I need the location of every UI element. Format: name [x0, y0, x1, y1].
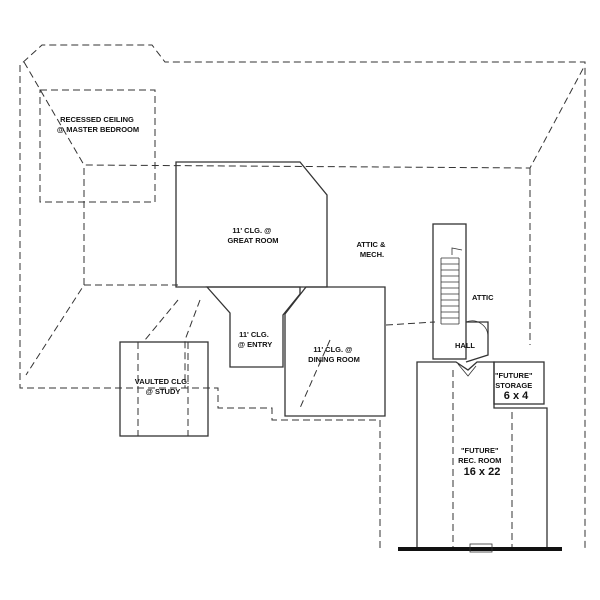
master-bedroom-ceiling-outline	[39, 89, 156, 203]
stair-treads	[440, 247, 463, 325]
attic-label: ATTIC	[472, 293, 494, 302]
stair-outline	[432, 223, 467, 360]
rec-room-label: "FUTURE" REC. ROOM 16 x 22	[458, 440, 506, 478]
dining-room-label: 11' CLG. @ DINING ROOM	[308, 345, 360, 364]
entry-label: 11' CLG. @ ENTRY	[238, 330, 273, 349]
hall-area	[457, 320, 489, 377]
storage-label: "FUTURE" STORAGE 6 x 4	[495, 365, 537, 402]
rec-room-window	[469, 543, 493, 553]
great-room-label: 11' CLG. @ GREAT ROOM	[227, 226, 278, 245]
storage-outline	[493, 361, 545, 405]
attic-mech-label: ATTIC & MECH.	[356, 240, 387, 259]
dining-room-outline	[284, 286, 386, 417]
study-label: VAULTED CLG. @ STUDY	[135, 377, 191, 396]
master-bedroom-label: RECESSED CEILING @ MASTER BEDROOM	[57, 115, 139, 134]
roof-hip-lines	[23, 61, 586, 409]
roof-outline	[19, 44, 586, 548]
rec-room-vault-lines	[452, 370, 513, 548]
hall-label: HALL	[455, 341, 475, 350]
entry-outline	[205, 286, 301, 368]
study-vault-lines	[137, 342, 189, 436]
study-outline	[119, 341, 209, 437]
great-room-outline	[175, 161, 328, 288]
